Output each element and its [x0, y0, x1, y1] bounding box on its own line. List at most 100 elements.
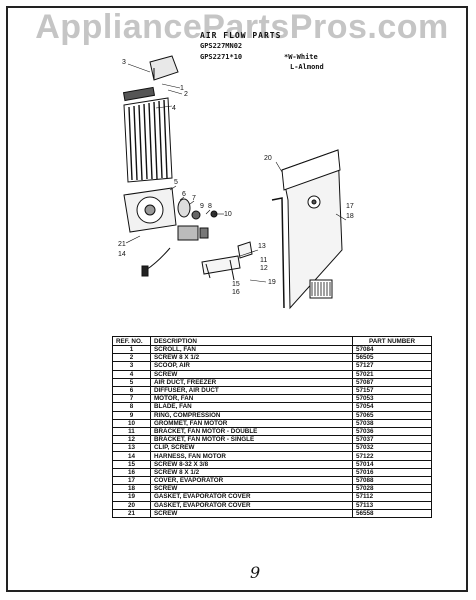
description: HARNESS, FAN MOTOR: [149, 451, 354, 461]
description: SCREW 8-32 X 3/8: [149, 459, 354, 469]
callout-labels: 3 1 2 4 5 6 7 8 9 10 21 14 20 17 18 13 1…: [118, 59, 354, 296]
ref-no: 17: [112, 475, 151, 486]
part-number: 57038: [352, 418, 432, 428]
leader-lines: [125, 63, 347, 283]
page-number: 9: [250, 563, 261, 582]
fan-scroll-drawing: [123, 187, 177, 233]
ref-no: 12: [112, 435, 151, 445]
air-scoop-drawing: [122, 55, 179, 102]
callout-13: 13: [258, 243, 266, 250]
callout-5: 5: [174, 179, 178, 186]
part-number: 57122: [352, 451, 432, 461]
exploded-parts-diagram: 3 1 2 4 5 6 7 8 9 10 21 14 20 17 18 13 1…: [110, 50, 360, 310]
air-duct-drawing: [123, 97, 173, 183]
header-part-number: PART NUMBER: [352, 336, 432, 346]
part-number: 56505: [352, 353, 432, 363]
callout-21: 21: [118, 241, 126, 248]
ref-no: 16: [112, 467, 151, 478]
description: RING, COMPRESSION: [149, 410, 354, 420]
callout-12: 12: [260, 265, 268, 272]
fan-harness-drawing: [141, 247, 171, 277]
part-number: 57065: [352, 410, 432, 420]
callout-16: 16: [232, 289, 240, 296]
color-code-white: *W-White: [284, 53, 318, 61]
callout-11: 11: [260, 257, 267, 264]
callout-10: 10: [224, 211, 232, 218]
description: SCOOP, AIR: [149, 361, 354, 371]
description: AIR DUCT, FREEZER: [149, 377, 354, 387]
ref-no: 19: [112, 492, 151, 502]
callout-4: 4: [172, 105, 176, 112]
description: CLIP, SCREW: [149, 443, 354, 453]
diagram-svg: 3 1 2 4 5 6 7 8 9 10 21 14 20 17 18 13 1…: [118, 55, 354, 310]
ref-no: 8: [112, 402, 151, 412]
description: MOTOR, FAN: [149, 394, 354, 404]
header-ref-no: REF. NO.: [112, 336, 151, 346]
ref-no: 3: [112, 361, 151, 371]
callout-6: 6: [182, 191, 186, 198]
part-number: 57157: [352, 385, 432, 396]
ref-no: 4: [112, 369, 151, 379]
ref-no: 14: [112, 451, 151, 461]
callout-20: 20: [264, 155, 272, 162]
part-number: 57087: [352, 377, 432, 387]
callout-19: 19: [268, 279, 276, 286]
parts-table-header: REF. NO. DESCRIPTION PART NUMBER: [112, 336, 432, 346]
ref-no: 2: [112, 353, 151, 363]
part-number: 57016: [352, 467, 432, 478]
part-number: 57028: [352, 484, 432, 494]
description: SCREW: [149, 508, 354, 518]
ref-no: 21: [112, 508, 151, 518]
ref-no: 20: [112, 500, 151, 510]
part-number: 57036: [352, 426, 432, 437]
ref-no: 13: [112, 443, 151, 453]
part-number: 57014: [352, 459, 432, 469]
part-number: 57127: [352, 361, 432, 371]
description: DIFFUSER, AIR DUCT: [149, 385, 354, 396]
motor-bracket-drawing: [201, 241, 253, 281]
part-number: 56558: [352, 508, 432, 518]
part-number: 57037: [352, 435, 432, 445]
ref-no: 11: [112, 426, 151, 437]
part-number: 57113: [352, 500, 432, 510]
color-code-almond: L-Almond: [290, 63, 324, 71]
callout-18: 18: [346, 213, 354, 220]
ref-no: 15: [112, 459, 151, 469]
header-description: DESCRIPTION: [149, 336, 354, 346]
evaporator-cover-drawing: [281, 149, 343, 310]
callout-3: 3: [122, 59, 126, 66]
section-title: AIR FLOW PARTS: [200, 31, 282, 40]
description: SCREW 8 X 1/2: [149, 467, 354, 478]
watermark-text: AppliancePartsPros.com: [35, 8, 449, 46]
part-number: 57112: [352, 492, 432, 502]
fan-motor-drawing: [177, 198, 218, 241]
part-number: 57021: [352, 369, 432, 379]
ref-no: 7: [112, 394, 151, 404]
page-frame: [6, 6, 468, 592]
description: SCREW 8 X 1/2: [149, 353, 354, 363]
description: GROMMET, FAN MOTOR: [149, 418, 354, 428]
callout-8: 8: [208, 203, 212, 210]
part-number: 57032: [352, 443, 432, 453]
evaporator-gasket-drawing: [271, 197, 285, 309]
part-number: 57084: [352, 344, 432, 355]
ref-no: 10: [112, 418, 151, 428]
callout-1: 1: [180, 85, 184, 92]
ref-no: 6: [112, 385, 151, 396]
model-number-2: GPS2271*10: [200, 53, 243, 61]
title-block: AIR FLOW PARTS GPS227MN02 GPS2271*10: [200, 30, 281, 63]
